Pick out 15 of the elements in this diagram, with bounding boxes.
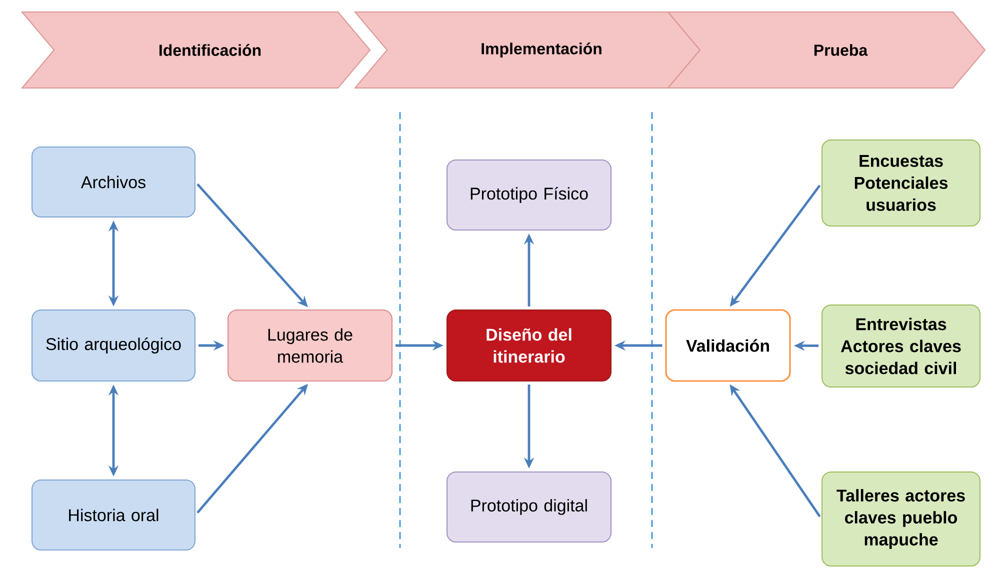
process-box: Prototipo Físico (446, 160, 612, 230)
process-box: Validación (665, 309, 791, 382)
chevron-band: Implementación (354, 12, 701, 88)
process-box: Archivos (32, 146, 196, 218)
process-box: Sitio arqueológico (32, 310, 196, 382)
process-box: Lugares de memoria (228, 310, 392, 382)
process-box: Entrevistas Actores claves sociedad civil (822, 304, 980, 388)
process-box: Talleres actores claves pueblo mapuche (822, 472, 980, 566)
node-label: Prueba (814, 44, 868, 56)
process-box: Encuestas Potenciales usuarios (822, 140, 980, 226)
process-box: Diseño del itinerario (446, 310, 612, 382)
process-box: Historia oral (32, 480, 196, 550)
chevron-band: Prueba (666, 12, 986, 88)
chevron-band: Identificación (20, 12, 371, 88)
process-box: Prototipo digital (446, 472, 612, 542)
